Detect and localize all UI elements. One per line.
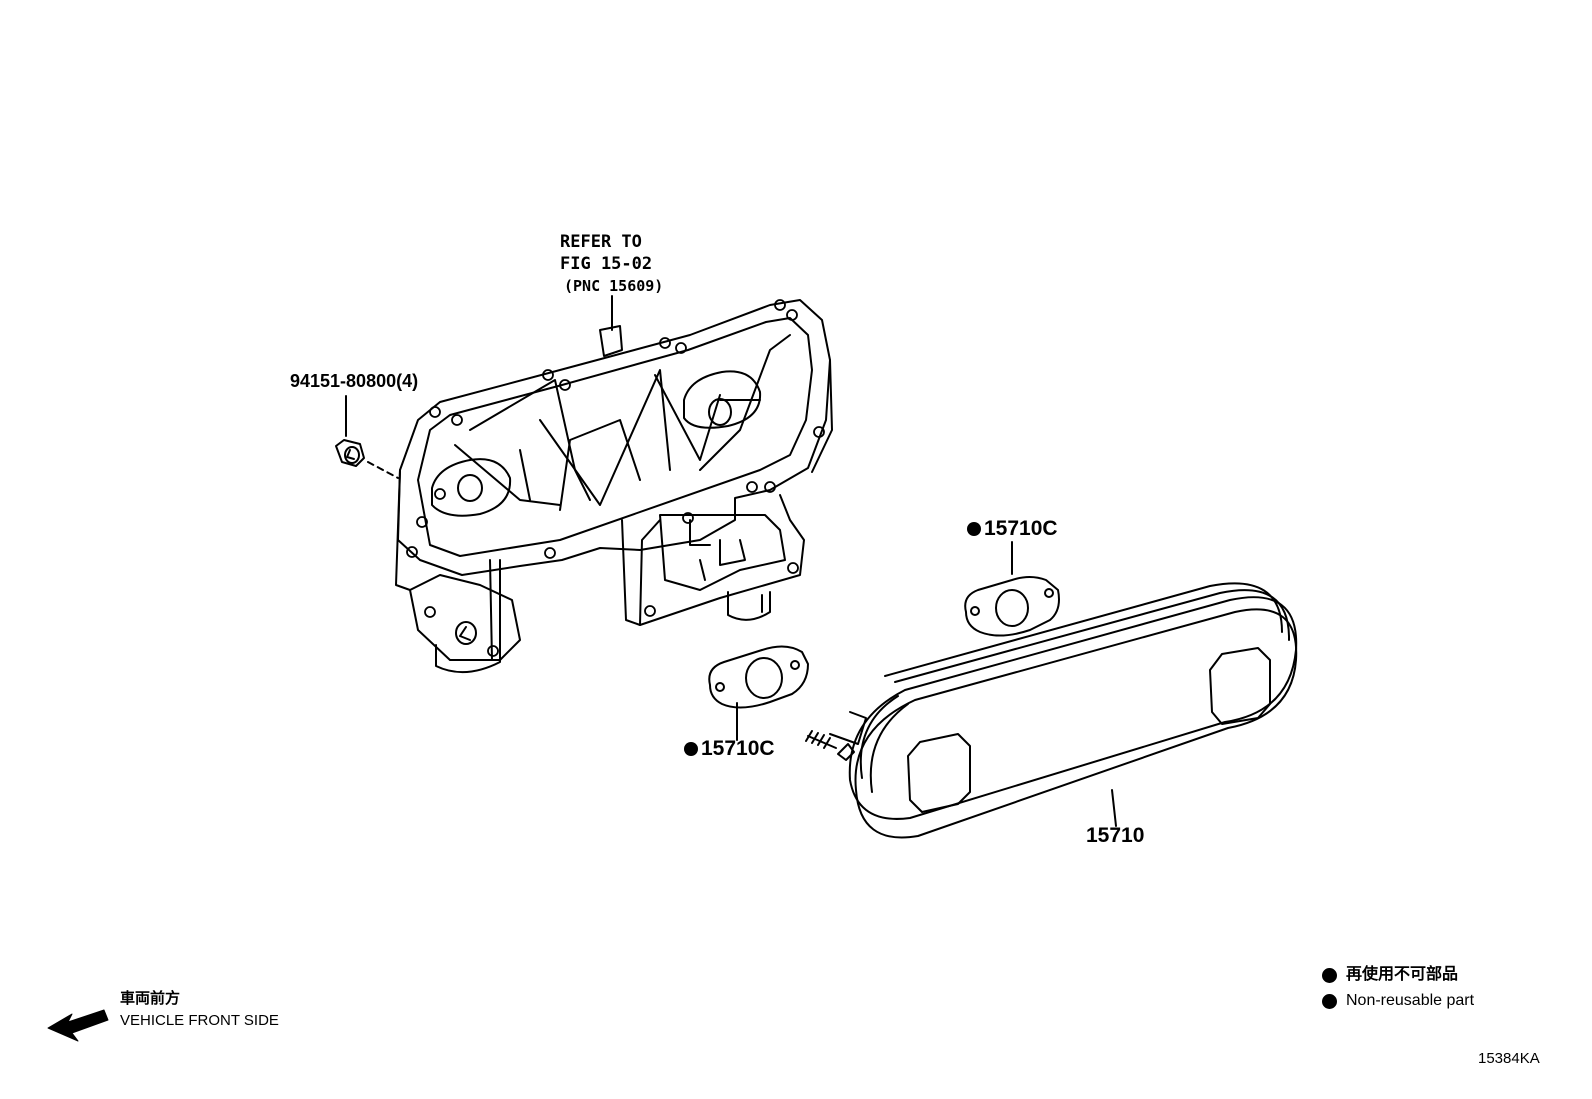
gasket-lower-part-number: 15710C (701, 737, 775, 760)
nut-assembly-line (367, 461, 399, 479)
vehicle-front-indicator: 車両前方 VEHICLE FRONT SIDE (120, 988, 279, 1032)
refer-note: REFER TO FIG 15-02 (PNC 15609) (560, 231, 663, 297)
bolt-part-label[interactable]: 94151-80800(4) (290, 371, 419, 391)
legend-text-japanese: 再使用不可部品 (1346, 966, 1459, 983)
legend-row-japanese: 再使用不可部品 (1322, 962, 1474, 988)
vehicle-front-japanese: 車両前方 (120, 990, 181, 1007)
oil-cooler (805, 582, 1298, 839)
legend-bullet-icon (1322, 993, 1337, 1009)
cooler-part-label[interactable]: 15710 (1086, 824, 1145, 847)
gasket-upper-label[interactable]: 15710C (967, 518, 1058, 540)
legend-bullet-icon (1322, 967, 1337, 983)
front-arrow-icon (47, 1009, 109, 1042)
flange-nut (335, 439, 365, 467)
gasket-lower-label[interactable]: 15710C (684, 738, 775, 760)
legend-row-english: Non-reusable part (1322, 988, 1474, 1014)
cooler-leader (1111, 789, 1117, 827)
gasket-lower (708, 645, 809, 709)
refer-line-1: REFER TO (560, 232, 642, 252)
vehicle-front-english: VEHICLE FRONT SIDE (120, 1012, 279, 1029)
gasket-upper (964, 576, 1060, 637)
non-reusable-bullet-icon (684, 742, 698, 756)
refer-line-3: (PNC 15609) (564, 277, 664, 295)
refer-line-2: FIG 15-02 (560, 254, 653, 274)
non-reusable-bullet-icon (967, 522, 981, 536)
cooler-housing (395, 299, 833, 674)
legend: 再使用不可部品 Non-reusable part (1322, 962, 1474, 1014)
gasket-upper-part-number: 15710C (984, 517, 1058, 540)
figure-id: 15384KA (1478, 1050, 1540, 1067)
legend-text-english: Non-reusable part (1346, 992, 1475, 1009)
